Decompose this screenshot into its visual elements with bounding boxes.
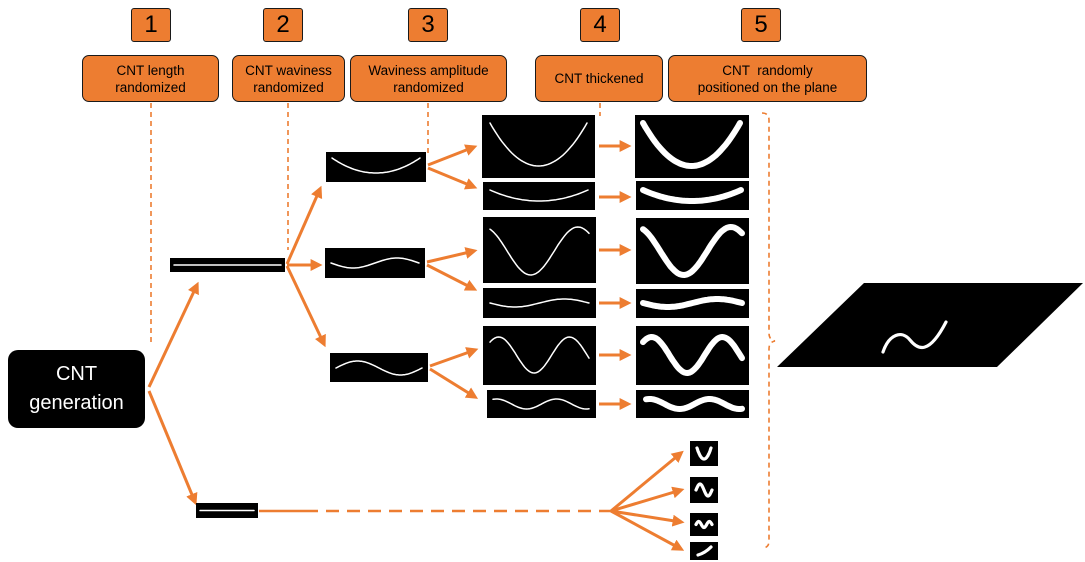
- step-5-bracket: [761, 112, 776, 549]
- generation-line: CNT: [55, 363, 98, 385]
- flow-arrow: [429, 367, 479, 399]
- short-cnt-panel: [690, 477, 718, 503]
- short-cnt-panel: [690, 441, 718, 466]
- step-label-line: randomized: [393, 79, 464, 95]
- flow-arrow: [427, 166, 478, 190]
- cnt-panel: [482, 115, 595, 178]
- waviness-panel-c: [330, 353, 428, 382]
- cnt-curve: [489, 298, 590, 308]
- cnt-curve: [640, 224, 745, 278]
- cnt-curve: [330, 257, 420, 269]
- fan-arrow: [610, 486, 685, 513]
- amplitude-panel: [487, 390, 596, 418]
- step-label-line: CNT waviness: [245, 62, 332, 78]
- fan-arrow: [610, 509, 685, 527]
- step-1-number: 1: [131, 8, 171, 42]
- thickened-panel: [636, 218, 749, 284]
- cnt-panel: [483, 182, 595, 210]
- cnt-curve: [694, 519, 714, 530]
- flow-arrow: [427, 144, 478, 167]
- step-3-label: Waviness amplitude randomized: [350, 55, 507, 102]
- cnt-panel: [690, 513, 718, 536]
- amplitude-panel: [483, 217, 596, 283]
- short-cnt-bar: [196, 503, 258, 518]
- amplitude-panel: [483, 182, 595, 210]
- step-label-line: CNT thickened: [554, 71, 644, 86]
- short-cnt-panel: [690, 513, 718, 536]
- cnt-curve: [643, 396, 745, 412]
- step-label-line: CNT length: [116, 62, 185, 78]
- step-label-line: CNT randomly: [722, 62, 813, 78]
- cnt-curve: [489, 226, 590, 276]
- fan-arrow: [610, 509, 685, 551]
- cnt-curve: [331, 157, 421, 174]
- cnt-panel: [690, 441, 718, 466]
- step-label-line: Waviness amplitude: [368, 62, 489, 78]
- flow-arrow: [426, 263, 478, 291]
- step-label-line: positioned on the plane: [697, 79, 838, 95]
- cnt-curve: [640, 334, 745, 376]
- thickened-panel: [635, 115, 749, 178]
- amplitude-panel: [483, 288, 596, 318]
- step-3-number: 3: [408, 8, 448, 42]
- long-cnt-bar: [170, 258, 285, 272]
- cnt-curve: [694, 482, 714, 498]
- cnt-panel: [483, 326, 596, 385]
- cnt-curve: [640, 120, 743, 169]
- generation-line: generation: [29, 392, 124, 414]
- step-4-number: 4: [580, 8, 620, 42]
- placement-plane: [777, 283, 1083, 367]
- flow-arrow: [147, 281, 199, 388]
- step-1-label: CNT length randomized: [82, 55, 219, 102]
- fan-arrow: [610, 450, 684, 513]
- cnt-generation-node: CNT generation: [8, 350, 145, 428]
- flow-arrow: [285, 185, 323, 265]
- cnt-panel: [326, 152, 426, 182]
- step-2-number: 2: [263, 8, 303, 42]
- cnt-curve: [696, 545, 713, 557]
- thickened-panel: [636, 181, 749, 210]
- waviness-panel-a: [326, 152, 426, 182]
- cnt-curve: [695, 446, 713, 461]
- step-5-label: CNT randomly positioned on the plane: [668, 55, 867, 102]
- step-5-number: 5: [741, 8, 781, 42]
- waviness-panel-b: [325, 248, 425, 278]
- cnt-curve: [640, 187, 744, 204]
- step-2-label: CNT waviness randomized: [232, 55, 345, 102]
- cnt-curve: [489, 122, 588, 167]
- step-label-line: randomized: [253, 79, 324, 95]
- cnt-curve: [640, 296, 745, 310]
- cnt-curve: [881, 320, 948, 354]
- step-label-line: randomized: [115, 79, 186, 95]
- flow-arrow: [147, 390, 198, 506]
- amplitude-panel: [483, 326, 596, 385]
- short-cnt-panel: [690, 542, 718, 560]
- thickened-panel: [636, 326, 749, 385]
- flow-arrow: [429, 347, 479, 368]
- cnt-curve: [492, 398, 590, 410]
- plane-panel: [777, 283, 1083, 367]
- cnt-curve: [335, 360, 423, 376]
- cnt-curve: [489, 189, 589, 202]
- step-4-label: CNT thickened: [535, 55, 663, 102]
- amplitude-panel: [482, 115, 595, 178]
- cnt-curve: [489, 336, 590, 374]
- flow-arrow: [285, 265, 326, 348]
- flow-arrow: [426, 247, 478, 264]
- thickened-panel: [636, 289, 749, 318]
- thickened-panel: [636, 390, 749, 418]
- cnt-panel: [483, 217, 596, 283]
